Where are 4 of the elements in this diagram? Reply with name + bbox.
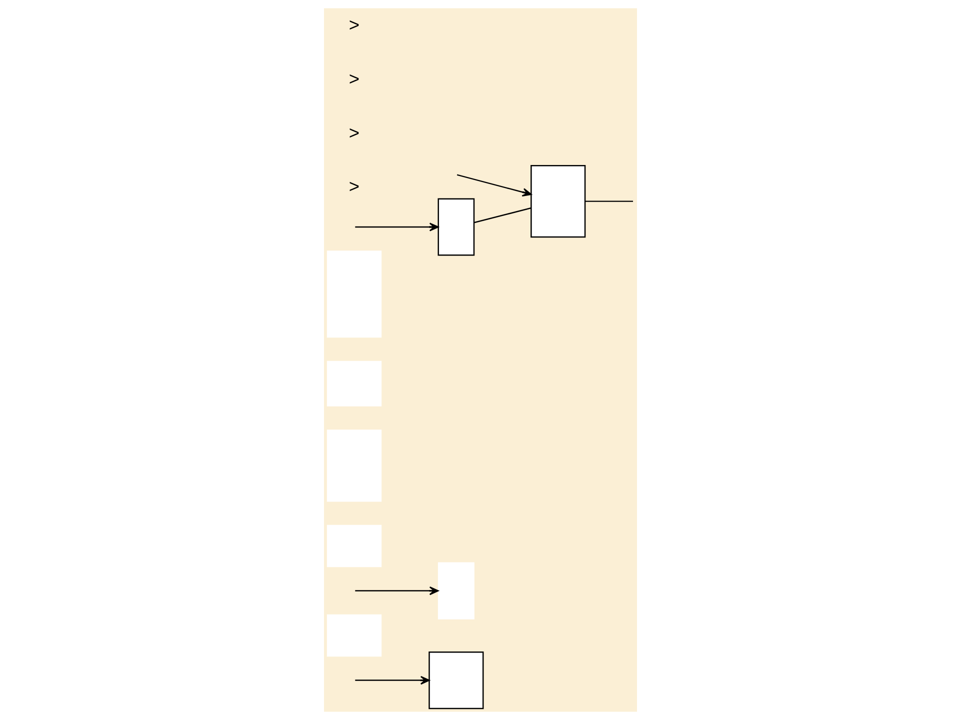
label: > <box>348 14 360 36</box>
label: > <box>348 176 360 197</box>
label: > <box>348 68 360 89</box>
label: > <box>348 122 360 143</box>
